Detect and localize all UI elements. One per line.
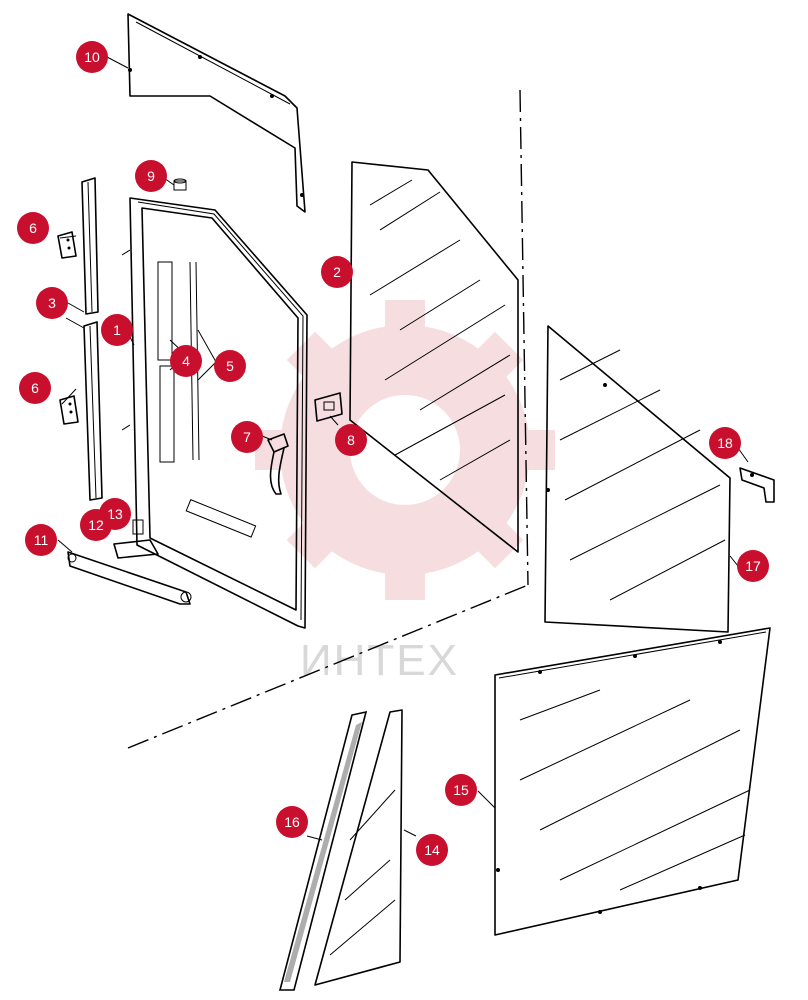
part-15-rear-glass bbox=[494, 627, 771, 936]
callout-4: 4 bbox=[170, 345, 202, 377]
svg-text:8: 8 bbox=[347, 432, 355, 448]
svg-text:10: 10 bbox=[84, 49, 100, 65]
svg-text:4: 4 bbox=[182, 353, 190, 369]
part-11-check-arm bbox=[67, 551, 192, 605]
callout-6-upper: 6 bbox=[17, 212, 49, 244]
svg-text:5: 5 bbox=[226, 358, 234, 374]
svg-text:6: 6 bbox=[29, 220, 37, 236]
callout-9: 9 bbox=[135, 160, 167, 192]
part-9-bolt bbox=[173, 178, 187, 191]
svg-text:1: 1 bbox=[113, 322, 121, 338]
part-1-door-frame bbox=[121, 197, 308, 629]
callout-16: 16 bbox=[276, 806, 308, 838]
callout-10: 10 bbox=[76, 41, 108, 73]
part-13-bushing bbox=[132, 519, 144, 535]
part-12-mount-plate bbox=[113, 539, 159, 559]
watermark-text: ИНТЕХ bbox=[300, 636, 459, 685]
part-8-latch-plate bbox=[314, 392, 343, 422]
svg-text:15: 15 bbox=[453, 782, 469, 798]
svg-text:14: 14 bbox=[424, 842, 440, 858]
callout-18: 18 bbox=[709, 427, 741, 459]
svg-text:11: 11 bbox=[34, 532, 49, 548]
svg-text:3: 3 bbox=[48, 295, 56, 311]
reference-line-diagonal bbox=[127, 584, 529, 749]
svg-text:2: 2 bbox=[333, 264, 341, 280]
svg-text:17: 17 bbox=[745, 558, 761, 574]
svg-text:13: 13 bbox=[107, 506, 123, 522]
callout-6-lower: 6 bbox=[19, 372, 51, 404]
callout-8: 8 bbox=[335, 424, 367, 456]
callout-3: 3 bbox=[36, 287, 68, 319]
svg-text:18: 18 bbox=[717, 435, 733, 451]
callout-5: 5 bbox=[214, 350, 246, 382]
part-18-bracket bbox=[739, 467, 775, 503]
part-14-quarter-glass bbox=[314, 709, 403, 986]
svg-text:6: 6 bbox=[31, 380, 39, 396]
part-7-door-handle bbox=[267, 433, 289, 495]
reference-line-vertical bbox=[519, 89, 529, 586]
callout-2: 2 bbox=[321, 256, 353, 288]
callout-11: 11 bbox=[25, 524, 57, 556]
part-10-roof-panel bbox=[127, 13, 306, 213]
part-6-hinge-upper bbox=[57, 231, 77, 259]
part-4-gas-struts bbox=[157, 261, 175, 463]
part-17-side-glass bbox=[544, 325, 731, 633]
callout-17: 17 bbox=[737, 550, 769, 582]
part-16-rubber-seal bbox=[278, 710, 368, 991]
svg-text:7: 7 bbox=[243, 429, 251, 445]
callout-7: 7 bbox=[231, 421, 263, 453]
part-2-door-glass bbox=[349, 161, 519, 553]
callout-1: 1 bbox=[101, 314, 133, 346]
svg-text:16: 16 bbox=[284, 814, 300, 830]
part-3-seal-strip bbox=[81, 177, 103, 501]
callout-14: 14 bbox=[416, 834, 448, 866]
svg-text:12: 12 bbox=[88, 517, 104, 533]
callout-12: 12 bbox=[80, 509, 112, 541]
callout-15: 15 bbox=[445, 774, 477, 806]
part-6-hinge-lower bbox=[59, 395, 79, 425]
svg-text:9: 9 bbox=[147, 168, 155, 184]
